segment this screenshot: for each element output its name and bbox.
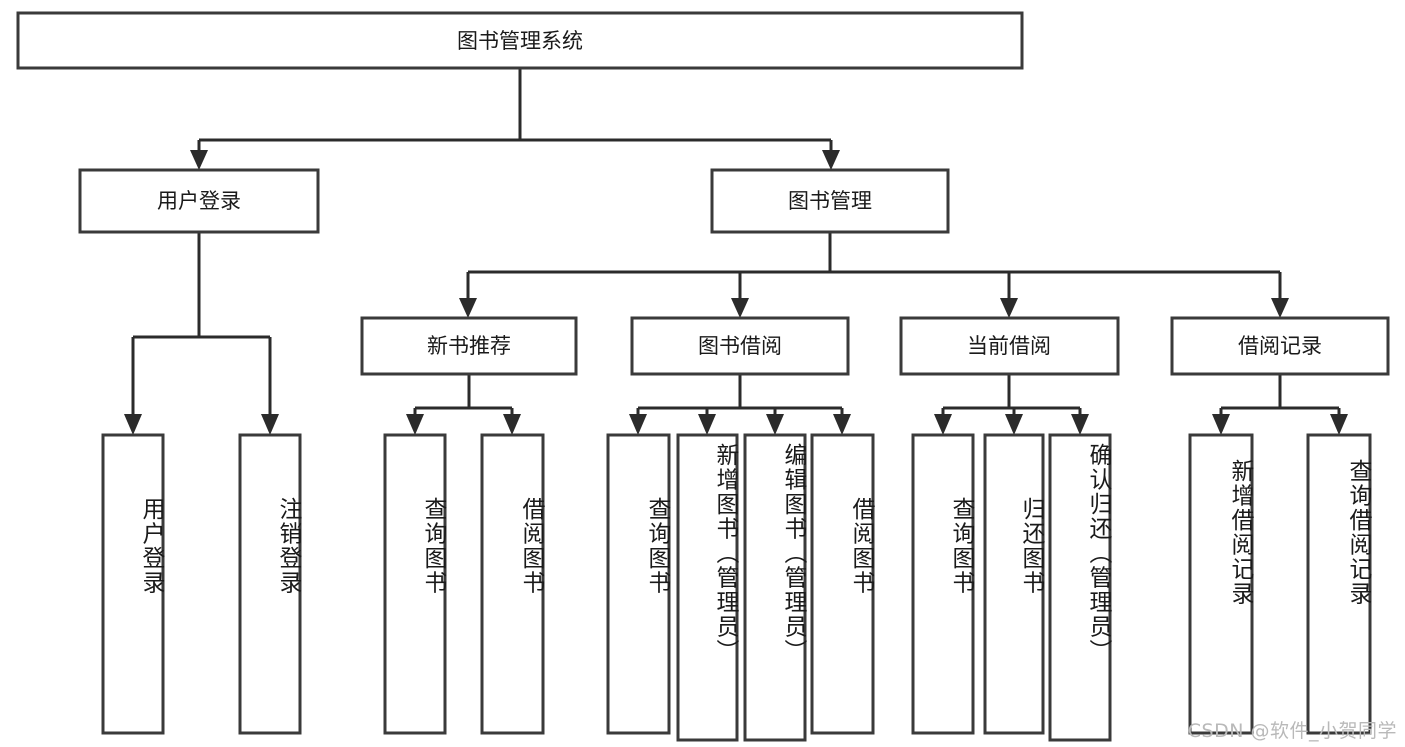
node-user-login-label: 用户登录 [157,189,241,213]
node-book-management[interactable]: 图书管理 [710,168,950,234]
node-leaf-edit-book-admin-box[interactable] [743,433,807,742]
arrow-head-icon [190,150,208,170]
arrow-head-icon [766,414,784,435]
connector-borrowrecord-to-leaves [1212,374,1348,435]
node-leaf-user-logout-box[interactable] [238,433,302,735]
arrow-head-icon [1071,414,1089,435]
node-leaf-user-login-box[interactable] [101,433,165,735]
arrow-head-icon [1000,298,1018,318]
node-current-borrow-label: 当前借阅 [967,334,1051,358]
node-leaf-add-book-admin-box[interactable] [676,433,739,742]
node-leaf-query-book-borrow-box[interactable] [606,433,671,735]
arrow-head-icon [1005,414,1023,435]
node-root-label: 图书管理系统 [457,29,583,53]
arrow-head-icon [731,298,749,318]
connector-userlogin-to-leaves [124,232,279,435]
node-book-borrow[interactable]: 图书借阅 [630,316,850,376]
node-root[interactable]: 图书管理系统 [16,11,1024,70]
arrow-head-icon [1330,414,1348,435]
connector-root-to-level2 [190,68,840,170]
node-leaf-query-book-recommend-box[interactable] [383,433,447,735]
node-book-management-box [710,168,950,234]
connector-currentborrow-to-leaves [934,374,1089,435]
node-current-borrow[interactable]: 当前借阅 [899,316,1120,376]
node-leaf-borrow-book-recommend-box[interactable] [480,433,545,735]
arrow-head-icon [261,414,279,435]
connector-recommend-to-leaves [406,374,521,435]
arrow-head-icon [1212,414,1230,435]
node-leaf-query-borrow-record-box[interactable] [1306,433,1372,735]
connector-bookmanagement-to-level3 [459,232,1289,318]
node-new-book-recommend-label: 新书推荐 [427,334,511,358]
arrow-head-icon [822,150,840,170]
node-book-borrow-label: 图书借阅 [698,334,782,358]
node-borrow-record-box [1170,316,1390,376]
node-book-management-label: 图书管理 [788,189,872,213]
node-root-box [16,11,1024,70]
watermark-text: CSDN @软件_小贺同学 [1187,720,1397,742]
node-leaf-confirm-return-admin-box[interactable] [1048,433,1112,742]
node-book-borrow-box [630,316,850,376]
node-user-login-box [78,168,320,234]
node-current-borrow-box [899,316,1120,376]
node-leaf-return-book-box[interactable] [983,433,1045,735]
node-leaf-query-book-current-box[interactable] [911,433,975,735]
arrow-head-icon [1271,298,1289,318]
arrow-head-icon [833,414,851,435]
leaf-boxes-group [101,433,1372,742]
arrow-head-icon [934,414,952,435]
arrow-head-icon [629,414,647,435]
node-borrow-record[interactable]: 借阅记录 [1170,316,1390,376]
arrow-head-icon [503,414,521,435]
node-leaf-add-borrow-record-box[interactable] [1188,433,1254,735]
node-new-book-recommend-box [360,316,578,376]
arrow-head-icon [698,414,716,435]
arrow-head-icon [459,298,477,318]
node-user-login[interactable]: 用户登录 [78,168,320,234]
arrow-head-icon [406,414,424,435]
connector-bookborrow-to-leaves [629,374,851,435]
node-new-book-recommend[interactable]: 新书推荐 [360,316,578,376]
node-borrow-record-label: 借阅记录 [1238,334,1322,358]
arrow-head-icon [124,414,142,435]
node-leaf-borrow-book-borrow-box[interactable] [810,433,875,735]
